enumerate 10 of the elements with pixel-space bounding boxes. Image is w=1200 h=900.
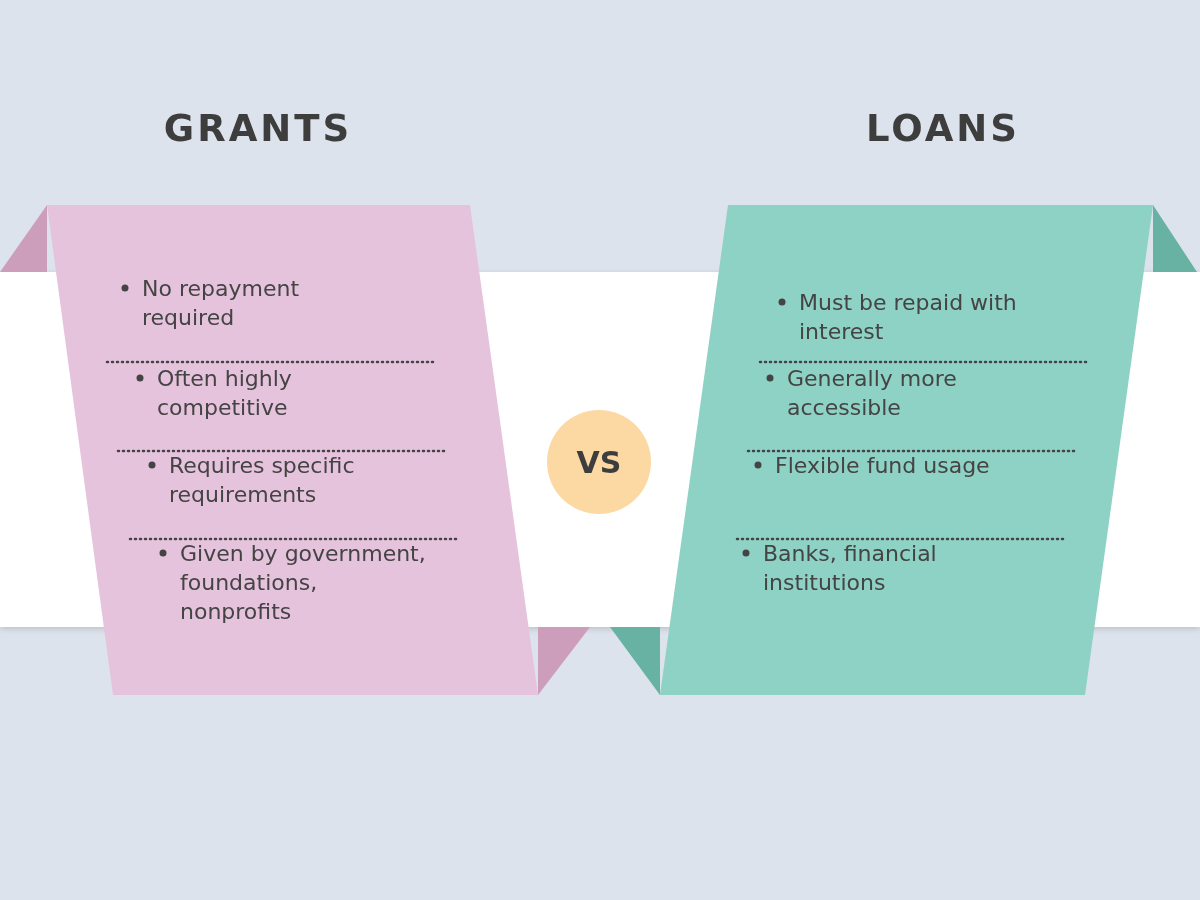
list-item-text: No repayment required [142, 275, 300, 332]
list-item-text: Often highly competitive [157, 365, 293, 422]
list-item-text: Banks, financial institutions [763, 540, 938, 597]
column-heading: LOANS [866, 106, 1020, 152]
list-item-text: Flexible fund usage [775, 452, 991, 480]
column-heading: GRANTS [163, 106, 353, 152]
list-item-text: Must be repaid with interest [799, 289, 1018, 346]
list-item-text: Generally more accessible [787, 365, 958, 422]
list-item-text: Given by government, foundations, nonprofits [180, 540, 427, 626]
list-item-text: Requires specific requirements [169, 452, 356, 509]
